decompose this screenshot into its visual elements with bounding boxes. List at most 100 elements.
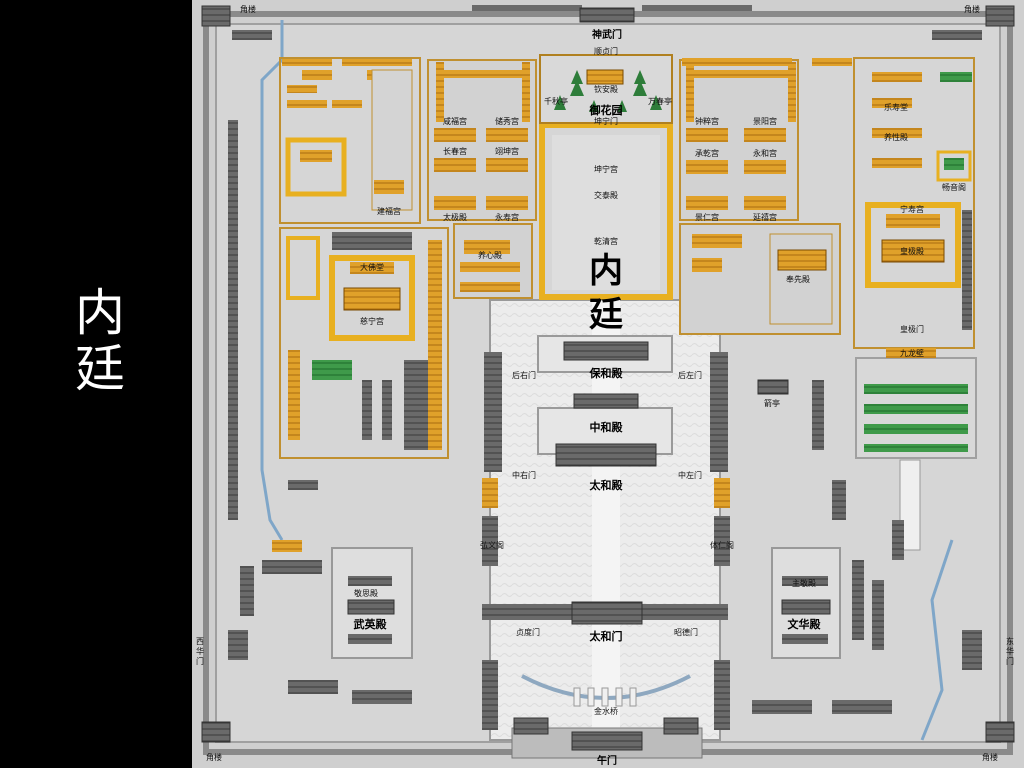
label-chengqian-palace: 承乾宫 <box>695 148 719 158</box>
label-qinan-hall: 钦安殿 <box>594 84 618 94</box>
label-yangxing-hall: 养性殿 <box>884 132 908 142</box>
label-east-gate-char-2: 华 <box>1006 646 1014 656</box>
east-stream <box>920 539 954 741</box>
label-xianfu-palace: 咸福宫 <box>443 116 467 126</box>
label-corner-tower-nw: 角楼 <box>240 4 256 14</box>
forbidden-city-map: 神武门 午门 西 华 门 东 华 门 角楼 角楼 角楼 角楼 顺贞门 钦安殿 御… <box>192 0 1024 768</box>
label-wanchun-pavilion: 万春亭 <box>648 96 672 106</box>
label-ningshou-palace: 宁寿宫 <box>900 204 924 214</box>
label-yanxi-palace: 延禧宫 <box>753 212 777 222</box>
label-jianfu-palace: 建福宫 <box>377 206 401 216</box>
south-gate-complex <box>511 717 703 759</box>
garden-trees <box>554 70 662 112</box>
label-xiting: 箭亭 <box>764 398 780 408</box>
wuying-hall-area <box>228 540 413 660</box>
cining-palace-area <box>279 227 449 459</box>
west-six-palaces <box>427 59 537 221</box>
side-title-char-2: 廷 <box>75 340 125 398</box>
label-golden-water-bridge: 金水桥 <box>594 706 618 716</box>
side-panel: 内 廷 <box>0 0 192 768</box>
label-yongshou-palace: 永寿宫 <box>495 212 519 222</box>
label-inner-court-char-1: 内 <box>589 251 623 291</box>
label-corner-tower-sw: 角楼 <box>206 752 222 762</box>
inner-court-wall <box>539 122 673 300</box>
label-north-gate: 神武门 <box>592 28 622 41</box>
yangxin-hall-area <box>453 223 533 299</box>
label-huangji-hall: 皇极殿 <box>900 246 924 256</box>
west-stream <box>260 20 284 541</box>
imperial-way <box>592 300 620 740</box>
label-tiren-pavilion: 体仁阁 <box>710 540 734 550</box>
label-jingyang-palace: 景阳宫 <box>753 116 777 126</box>
label-fengxian-hall: 奉先殿 <box>786 274 810 284</box>
side-title-char-1: 内 <box>75 284 125 342</box>
label-zhongcui-palace: 钟粹宫 <box>695 116 719 126</box>
east-causeway <box>899 459 921 551</box>
misc-buildings <box>228 5 982 714</box>
label-east-gate: 东 华 门 <box>1006 636 1014 666</box>
label-taiji-hall: 太极殿 <box>443 212 467 222</box>
ningshou-palace-area <box>853 57 975 349</box>
label-dafo-hall: 大佛堂 <box>360 262 384 272</box>
xiting-roof <box>757 379 789 395</box>
label-yangxin-hall: 养心殿 <box>478 250 502 260</box>
three-great-halls <box>537 335 673 467</box>
label-inner-court: 内 廷 <box>589 251 623 335</box>
label-kunning-gate: 坤宁门 <box>594 116 618 126</box>
label-kunning-palace: 坤宁宫 <box>594 164 618 174</box>
label-inner-court-char-2: 廷 <box>589 295 623 335</box>
side-title: 内 廷 <box>70 285 130 397</box>
label-houzuo-gate: 后左门 <box>678 370 702 380</box>
label-chuxiu-palace: 储秀宫 <box>495 116 519 126</box>
northwest-palaces <box>279 57 421 224</box>
label-east-gate-char-3: 门 <box>1006 656 1014 666</box>
label-corner-tower-ne: 角楼 <box>964 4 980 14</box>
label-baohe-hall: 保和殿 <box>589 366 624 380</box>
label-corner-tower-se: 角楼 <box>982 752 998 762</box>
label-west-gate-char-3: 门 <box>196 656 204 666</box>
taihe-gate-roof <box>571 601 643 625</box>
label-west-gate-char-2: 华 <box>196 646 204 656</box>
fengxian-hall-area <box>679 223 841 335</box>
label-huangji-gate: 皇极门 <box>900 324 924 334</box>
label-changyin-pavilion: 畅音阁 <box>942 182 966 192</box>
label-hongyi-pavilion: 弘义阁 <box>480 540 504 550</box>
label-west-gate-char-1: 西 <box>196 637 204 646</box>
map-svg: 神武门 午门 西 华 门 东 华 门 角楼 角楼 角楼 角楼 顺贞门 钦安殿 御… <box>192 0 1024 768</box>
label-yonghe-palace: 永和宫 <box>753 148 777 158</box>
label-qianqiu-pavilion: 千秋亭 <box>544 96 568 106</box>
label-zhendu-gate: 贞度门 <box>516 627 540 637</box>
label-cining-palace: 慈宁宫 <box>360 316 384 326</box>
label-taihe-gate: 太和门 <box>589 629 623 643</box>
label-zhonghe-hall: 中和殿 <box>590 420 624 434</box>
label-yikun-palace: 翊坤宫 <box>495 146 519 156</box>
label-leshou-hall: 乐寿堂 <box>884 102 908 112</box>
label-west-gate: 西 华 门 <box>196 637 204 666</box>
label-wenhua-hall: 文华殿 <box>788 617 822 631</box>
inner-court-yard <box>552 135 660 290</box>
label-jingren-palace: 景仁宫 <box>695 212 719 222</box>
label-south-gate: 午门 <box>597 754 617 767</box>
label-imperial-garden: 御花园 <box>589 103 623 117</box>
qinan-hall-roof <box>586 69 624 85</box>
label-zhongzuo-gate: 中左门 <box>678 470 702 480</box>
north-gate-roof <box>579 7 635 23</box>
golden-water-bridges <box>573 687 637 707</box>
label-houyou-gate: 后右门 <box>512 370 536 380</box>
label-changchun-palace: 长春宫 <box>443 146 467 156</box>
label-taihe-hall: 太和殿 <box>589 478 624 492</box>
label-jiaotai-hall: 交泰殿 <box>594 190 618 200</box>
label-shunzhen-gate: 顺贞门 <box>594 46 618 56</box>
label-east-gate-char-1: 东 <box>1006 636 1014 646</box>
label-wuying-hall: 武英殿 <box>354 617 388 631</box>
corner-tower-shapes <box>201 5 1015 743</box>
outer-court-side-buildings <box>482 352 730 730</box>
label-zhaode-gate: 昭德门 <box>674 627 698 637</box>
label-jingsi-hall: 敬思殿 <box>354 588 378 598</box>
label-nine-dragon-wall: 九龙壁 <box>900 348 924 358</box>
east-six-palaces <box>679 59 799 221</box>
label-qianqing-palace: 乾清宫 <box>594 236 618 246</box>
label-zhongyou-gate: 中右门 <box>512 470 536 480</box>
imperial-garden <box>539 54 673 124</box>
wenhua-hall-area <box>771 520 982 670</box>
